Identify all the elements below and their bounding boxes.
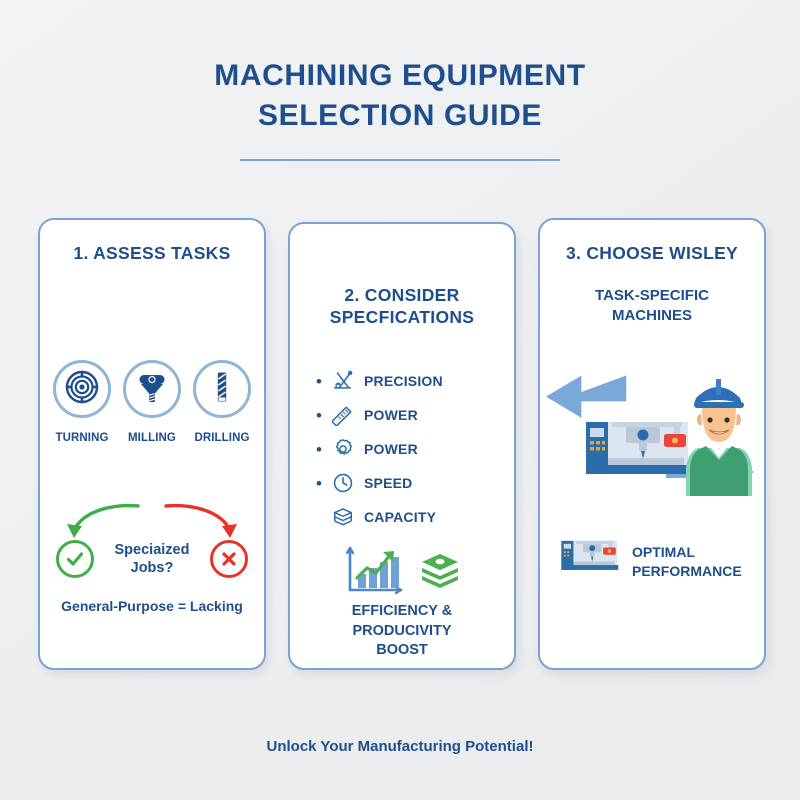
card-choose-wisley[interactable]: 3. CHOOSE WISLEY TASK-SPECIFIC MACHINES <box>538 218 766 670</box>
spec-label-precision: PRECISION <box>364 373 443 389</box>
boost-caption-line-2: PRODUCIVITY <box>352 622 452 639</box>
card-2-heading: 2. CONSIDER SPECFICATIONS <box>290 284 514 329</box>
header: MACHINING EQUIPMENT SELECTION GUIDE <box>0 56 800 162</box>
optimal-performance-block: OPTIMAL PERFORMANCE <box>540 536 764 587</box>
lathe-chuck-icon <box>65 370 99 409</box>
spec-label-power-ruler: POWER <box>364 407 418 423</box>
clock-icon <box>330 472 356 494</box>
boost-caption-line-1: EFFICIENCY & <box>351 603 453 619</box>
card-3-subheading-line-2: MACHINES <box>611 307 692 325</box>
tool-label-drilling: DRILLING <box>194 432 250 444</box>
spec-item-precision[interactable]: • PRECISION <box>316 364 506 398</box>
cnc-machine-icon <box>586 422 690 474</box>
growth-bar-chart-icon <box>343 544 405 603</box>
optimal-performance-line-1: OPTIMAL <box>632 544 695 561</box>
spec-item-power-ruler[interactable]: • POWER <box>316 398 506 432</box>
tool-circle-milling[interactable] <box>123 360 181 418</box>
compass-divider-icon <box>330 370 356 392</box>
tool-circle-drilling[interactable] <box>193 360 251 418</box>
card-consider-specifications[interactable]: 2. CONSIDER SPECFICATIONS • <box>288 222 516 670</box>
machine-worker-scene <box>546 360 762 520</box>
ruler-icon <box>330 404 356 426</box>
spec-list: • PRECISION • <box>316 364 506 534</box>
card-1-heading: 1. ASSESS TASKS <box>73 243 231 263</box>
spec-bullet: • <box>316 405 322 425</box>
x-circle-icon <box>210 540 248 578</box>
layers-stack-icon <box>330 506 356 528</box>
drill-bit-icon <box>205 370 239 409</box>
spec-label-capacity: CAPACITY <box>364 509 437 525</box>
spec-bullet: • <box>316 371 322 391</box>
tool-label-turning: TURNING <box>55 432 109 444</box>
spec-bullet: • <box>316 439 322 459</box>
green-layers-icon <box>419 551 461 596</box>
decision-arrows <box>67 503 237 538</box>
tool-circle-turning[interactable] <box>53 360 111 418</box>
decision-footnote: General-Purpose = Lacking <box>61 598 243 614</box>
spec-label-power-gear: POWER <box>364 441 418 457</box>
spec-item-capacity[interactable]: CAPACITY <box>316 500 506 534</box>
spec-bullet: • <box>316 473 322 493</box>
boost-caption: EFFICIENCY & PRODUCIVITY BOOST <box>290 602 514 661</box>
card-3-subheading: TASK-SPECIFIC MACHINES <box>540 286 764 327</box>
optimal-performance-text: OPTIMAL PERFORMANCE <box>632 543 744 579</box>
decision-row: Speciaized Jobs? <box>40 540 264 578</box>
optimal-performance-line-2: PERFORMANCE <box>632 562 742 579</box>
check-circle-icon <box>56 540 94 578</box>
page-title: MACHINING EQUIPMENT SELECTION GUIDE <box>0 56 800 135</box>
gear-icon <box>330 438 356 460</box>
card-3-subheading-line-1: TASK-SPECIFIC <box>595 287 709 304</box>
spec-item-power-gear[interactable]: • POWER <box>316 432 506 466</box>
tool-label-milling: MILLING <box>128 432 176 444</box>
spec-item-speed[interactable]: • SPEED <box>316 466 506 500</box>
tool-icon-group <box>40 360 264 418</box>
page-title-line-1: MACHINING EQUIPMENT <box>214 59 586 92</box>
cards-row: 1. ASSESS TASKS <box>38 218 766 670</box>
worker-hardhat-icon <box>686 379 752 496</box>
card-2-heading-line-2: SPECFICATIONS <box>329 307 475 328</box>
card-3-heading: 3. CHOOSE WISLEY <box>565 243 739 263</box>
arrow-left-icon <box>546 375 627 418</box>
decision-question: Speciaized Jobs? <box>114 541 190 576</box>
spec-label-speed: SPEED <box>364 475 413 491</box>
tool-label-group: TURNING MILLING DRILLING <box>40 432 264 444</box>
end-mill-cutter-icon <box>135 370 169 409</box>
card-assess-tasks[interactable]: 1. ASSESS TASKS <box>38 218 266 670</box>
cnc-machine-icon <box>560 536 622 587</box>
page-title-line-2: SELECTION GUIDE <box>257 98 543 132</box>
boost-graphics <box>290 544 514 603</box>
boost-caption-line-3: BOOST <box>376 642 428 659</box>
footer-tagline: Unlock Your Manufacturing Potential! <box>266 738 534 755</box>
decision-block: Speciaized Jobs? General-Purpose = Lacki… <box>40 498 264 614</box>
card-2-heading-line-1: 2. CONSIDER <box>344 285 460 305</box>
title-divider <box>240 159 560 162</box>
